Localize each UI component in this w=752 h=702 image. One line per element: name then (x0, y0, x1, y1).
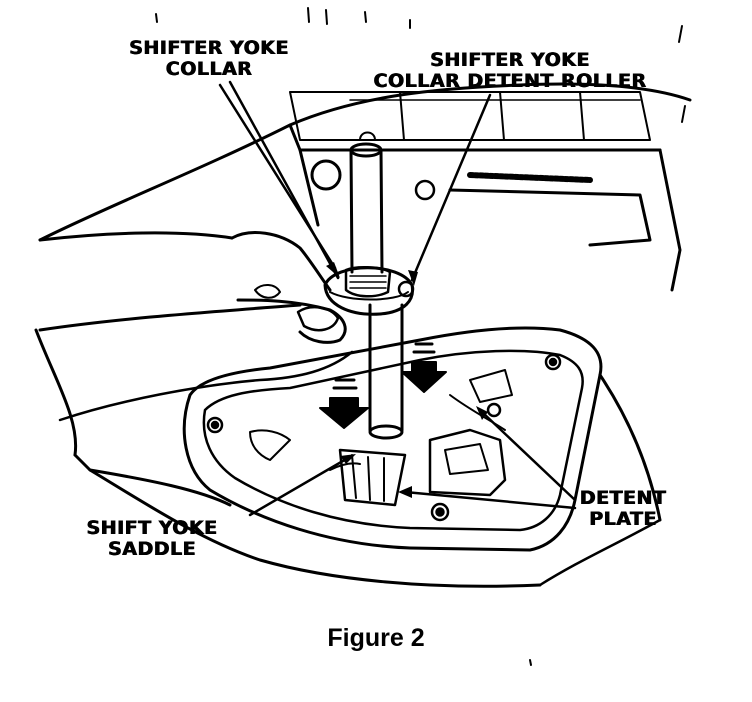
label-line: SHIFTER YOKE (129, 37, 289, 59)
label-line: SHIFTER YOKE (430, 49, 590, 71)
motion-arrows (319, 342, 447, 429)
hand (58, 298, 354, 422)
label-shift-yoke-saddle: SHIFT YOKE SADDLE (52, 518, 252, 560)
label-shifter-yoke-collar: SHIFTER YOKE COLLAR (104, 38, 314, 80)
label-collar-detent-roller: SHIFTER YOKE COLLAR DETENT ROLLER (330, 50, 690, 92)
dashboard-console (38, 82, 692, 292)
mounting-bolts (206, 353, 562, 522)
label-line: DETENT (579, 487, 667, 509)
leader-arrowheads (326, 262, 488, 498)
label-line: COLLAR (165, 58, 253, 80)
detent-plate (428, 369, 513, 497)
scan-marks (155, 7, 686, 666)
label-line: SADDLE (107, 538, 197, 560)
label-line: PLATE (589, 508, 657, 530)
label-line: SHIFT YOKE (86, 517, 218, 539)
shifter-shaft (310, 131, 436, 440)
shift-yoke-saddle (249, 429, 407, 507)
label-line: COLLAR DETENT ROLLER (373, 70, 647, 92)
leader-lines (218, 80, 577, 517)
side-panel (34, 231, 332, 507)
figure-caption: Figure 2 (327, 624, 425, 652)
console-bezel (88, 326, 662, 588)
shifter-yoke-collar (323, 266, 415, 316)
label-detent-plate: DETENT PLATE (558, 488, 688, 530)
